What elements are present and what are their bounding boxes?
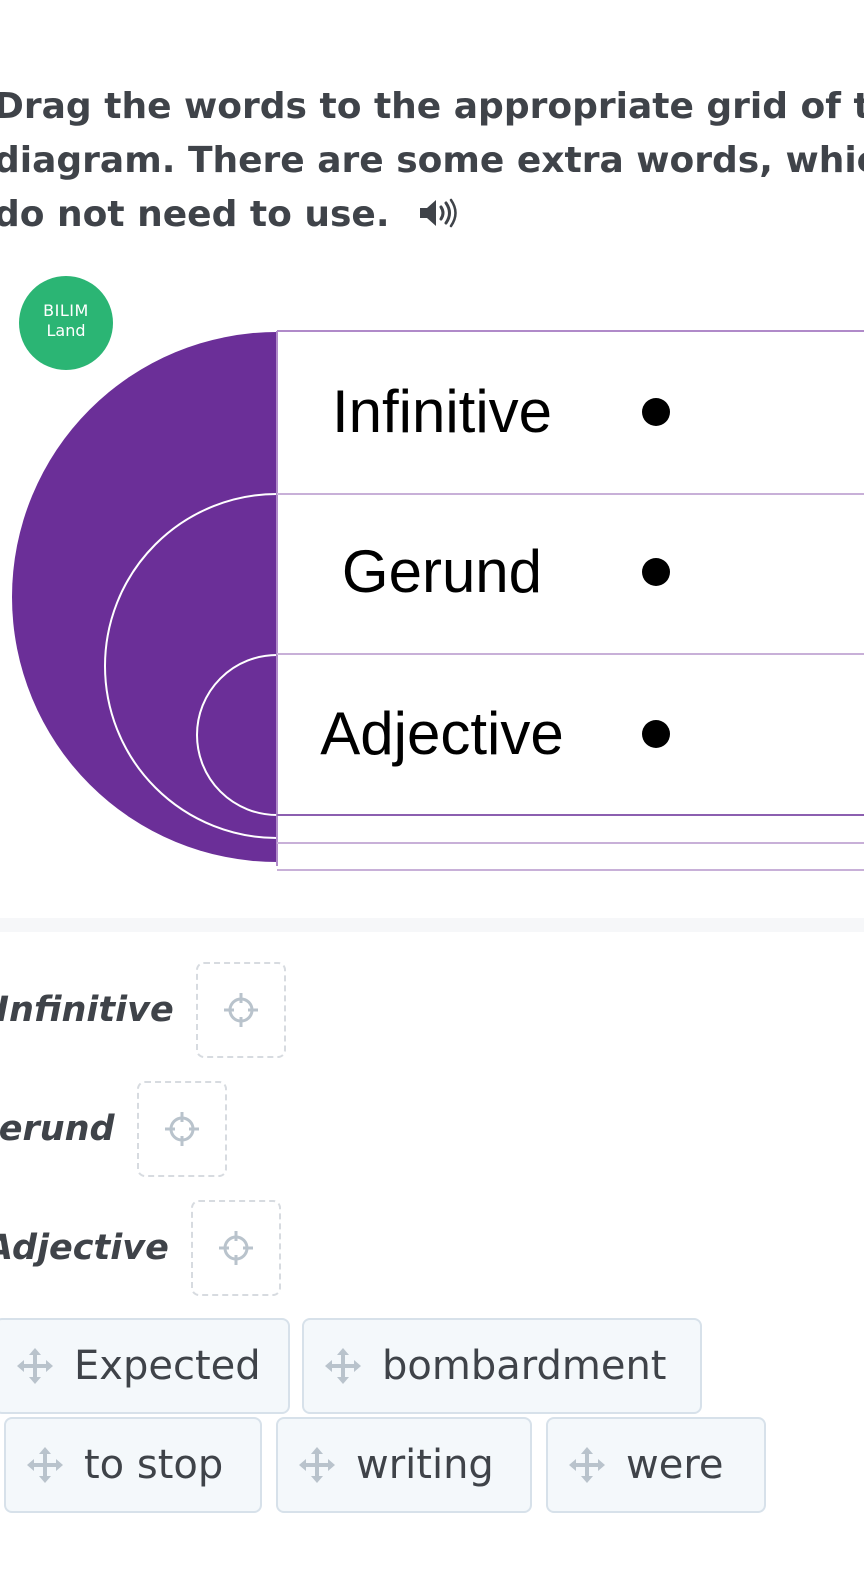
word-chip-bombardment[interactable]: bombardment [302,1318,702,1414]
bullet-infinitive [642,398,670,426]
word-chip-writing[interactable]: writing [276,1417,532,1513]
word-text-expected: Expected [74,1343,261,1389]
word-chip-to-stop[interactable]: to stop [4,1417,262,1513]
diagram-label-infinitive: Infinitive [332,378,552,445]
nested-clause-diagram: Infinitive Gerund Adjective [12,330,864,871]
drop-slot-infinitive[interactable] [195,962,286,1058]
instruction-line-3-wrap: do not need to use. [0,188,864,242]
word-text-were: were [626,1442,724,1488]
word-chip-expected[interactable]: Expected [0,1318,290,1414]
bilimland-logo: BILIM Land [19,276,113,370]
drop-slot-gerund[interactable] [136,1081,227,1177]
word-chip-were[interactable]: were [546,1417,766,1513]
middle-semicircle-outline [104,493,278,839]
move-icon [17,1348,53,1384]
logo-text-2: Land [46,321,86,340]
word-text-writing: writing [356,1442,494,1488]
crosshair-icon [164,1112,199,1146]
drop-slot-adjective[interactable] [190,1200,281,1296]
move-icon [569,1447,605,1483]
move-icon [325,1348,361,1384]
crosshair-icon [223,993,258,1027]
drop-row-gerund: Gerund [0,1080,227,1178]
move-icon [27,1447,63,1483]
bullet-adjective [642,720,670,748]
drop-row-infinitive: Infinitive [0,961,286,1059]
inner-semicircle-outline [196,654,278,816]
diagram-label-adjective: Adjective [320,700,563,767]
outer-semicircle [12,332,277,862]
diagram-label-gerund: Gerund [342,538,542,605]
section-divider [0,918,864,932]
instruction-line-1: Drag the words to the appropriate grid o… [0,86,864,127]
speaker-icon[interactable] [416,195,458,231]
drop-row-adjective: Adjective [0,1199,281,1297]
word-text-bombardment: bombardment [382,1343,667,1389]
instruction-line-2: diagram. There are some extra words, whi… [0,140,864,181]
logo-text-1: BILIM [43,301,89,320]
drop-label-infinitive: Infinitive [0,990,174,1030]
bullet-gerund [642,558,670,586]
move-icon [299,1447,335,1483]
instruction-line-3: do not need to use. [0,194,390,235]
instruction-text: Drag the words to the appropriate grid o… [0,80,864,242]
drop-label-adjective: Adjective [0,1228,169,1268]
crosshair-icon [218,1231,253,1265]
word-text-to-stop: to stop [84,1442,224,1488]
drop-label-gerund: Gerund [0,1109,115,1149]
